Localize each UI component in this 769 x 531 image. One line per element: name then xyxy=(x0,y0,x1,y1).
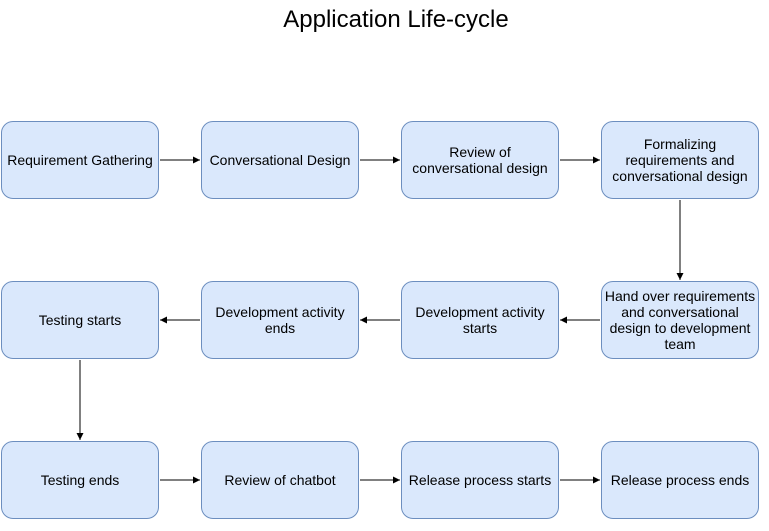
node-release-process-ends: Release process ends xyxy=(601,441,759,519)
node-label: Testing ends xyxy=(40,472,120,488)
node-label: Development activity starts xyxy=(415,304,545,336)
node-label: Requirement Gathering xyxy=(7,152,153,168)
node-label: Review of conversational design xyxy=(412,144,548,176)
node-label: Review of chatbot xyxy=(224,472,336,488)
node-conversational-design: Conversational Design xyxy=(201,121,359,199)
diagram-title: Application Life-cycle xyxy=(283,6,509,33)
node-release-process-starts: Release process starts xyxy=(401,441,559,519)
node-label: Conversational Design xyxy=(209,152,351,168)
node-label: Formalizing requirements and conversatio… xyxy=(612,136,748,184)
node-review-conversational-design: Review of conversational design xyxy=(401,121,559,199)
node-testing-starts: Testing starts xyxy=(1,281,159,359)
node-label: Hand over requirements and conversationa… xyxy=(604,288,756,352)
node-hand-over: Hand over requirements and conversationa… xyxy=(601,281,759,359)
node-label: Testing starts xyxy=(38,312,122,328)
node-label: Release process ends xyxy=(610,472,750,488)
node-formalizing-requirements: Formalizing requirements and conversatio… xyxy=(601,121,759,199)
node-development-starts: Development activity starts xyxy=(401,281,559,359)
node-label: Release process starts xyxy=(408,472,552,488)
node-requirement-gathering: Requirement Gathering xyxy=(1,121,159,199)
node-label: Development activity ends xyxy=(215,304,345,336)
node-review-of-chatbot: Review of chatbot xyxy=(201,441,359,519)
node-testing-ends: Testing ends xyxy=(1,441,159,519)
node-development-ends: Development activity ends xyxy=(201,281,359,359)
